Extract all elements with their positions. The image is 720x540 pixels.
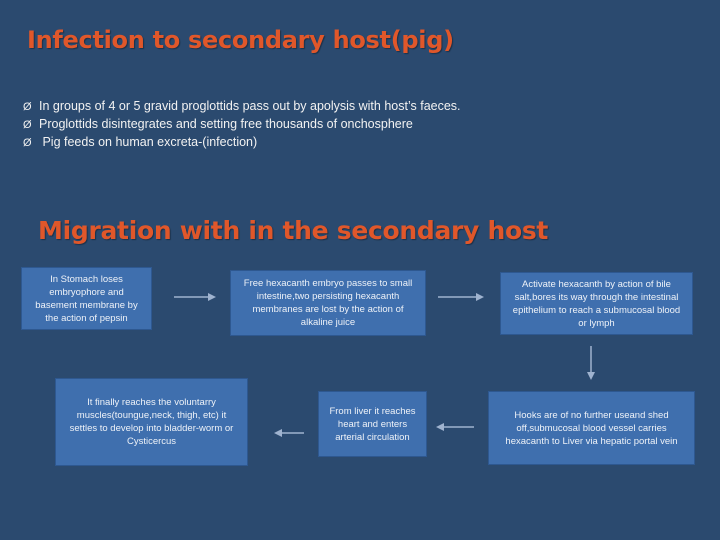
flow-step-text: Activate hexacanth by action of bile sal…	[512, 278, 681, 329]
bullet-arrow-icon: Ø	[23, 137, 32, 149]
flow-step-stomach: In Stomach loses embryophore and basemen…	[21, 267, 152, 330]
arrow-left-icon	[274, 429, 304, 437]
bullet-item: Ø In groups of 4 or 5 gravid proglottids …	[23, 98, 703, 116]
flow-step-text: Hooks are of no further useand shed off,…	[505, 409, 678, 447]
arrow-right-icon	[438, 293, 484, 301]
arrow-left-icon	[436, 423, 474, 431]
arrow-down-icon	[587, 346, 595, 380]
slide-title: Infection to secondary host(pig)	[27, 26, 454, 54]
flow-step-small-intestine: Free hexacanth embryo passes to small in…	[230, 270, 426, 336]
bullet-arrow-icon: Ø	[23, 119, 32, 131]
flow-step-text: In Stomach loses embryophore and basemen…	[35, 273, 138, 324]
flow-step-text: It finally reaches the voluntarry muscle…	[69, 397, 234, 447]
arrow-right-icon	[174, 293, 216, 301]
flow-step-text: Free hexacanth embryo passes to small in…	[243, 278, 413, 328]
flow-step-text: From liver it reaches heart and enters a…	[329, 405, 416, 443]
section-subtitle: Migration with in the secondary host	[38, 216, 549, 245]
bullet-text: Proglottids disintegrates and setting fr…	[39, 117, 413, 131]
bullet-arrow-icon: Ø	[23, 101, 32, 113]
bullet-item: Ø Pig feeds on human excreta-(infection)	[23, 134, 703, 152]
flow-step-hooks-shed: Hooks are of no further useand shed off,…	[488, 391, 695, 465]
flow-step-bile-salt: Activate hexacanth by action of bile sal…	[500, 272, 693, 335]
bullet-list: Ø In groups of 4 or 5 gravid proglottids …	[23, 98, 703, 152]
bullet-text: In groups of 4 or 5 gravid proglottids p…	[39, 99, 461, 113]
bullet-text: Pig feeds on human excreta-(infection)	[39, 135, 258, 149]
flow-step-muscles: It finally reaches the voluntarry muscle…	[55, 378, 248, 466]
bullet-item: Ø Proglottids disintegrates and setting f…	[23, 116, 703, 134]
flow-step-liver-heart: From liver it reaches heart and enters a…	[318, 391, 427, 457]
